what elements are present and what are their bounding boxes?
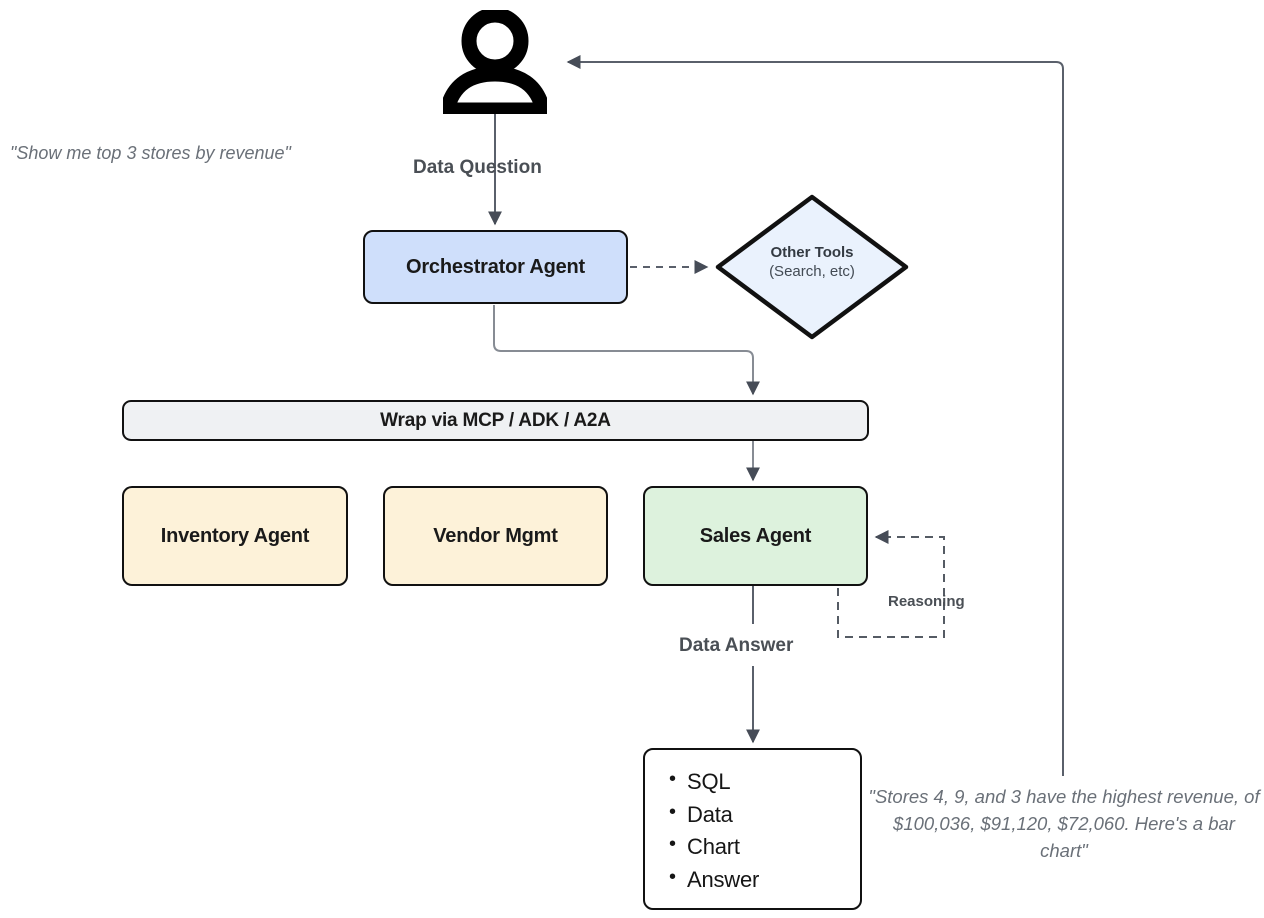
node-inventory-agent-label: Inventory Agent <box>160 524 310 547</box>
list-item: Answer <box>667 863 860 897</box>
list-item: Data <box>667 798 860 832</box>
output-artifact-list: SQL Data Chart Answer <box>667 765 860 897</box>
result-answer-quote: "Stores 4, 9, and 3 have the highest rev… <box>868 786 1260 861</box>
node-orchestrator-agent-label: Orchestrator Agent <box>405 255 586 278</box>
node-sales-agent[interactable]: Sales Agent <box>643 486 868 586</box>
node-wrap-layer-label: Wrap via MCP / ADK / A2A <box>380 409 611 431</box>
node-other-tools-label: Other Tools (Search, etc) <box>713 244 911 282</box>
diamond-shape <box>715 194 909 340</box>
node-wrap-layer[interactable]: Wrap via MCP / ADK / A2A <box>122 400 869 441</box>
edge-label-data-answer: Data Answer <box>679 635 794 656</box>
edge-label-data-question: Data Question <box>413 157 542 178</box>
node-vendor-mgmt-label: Vendor Mgmt <box>433 524 558 547</box>
person-icon <box>439 7 551 118</box>
list-item: SQL <box>667 765 860 799</box>
edge-label-reasoning: Reasoning <box>888 593 965 610</box>
node-orchestrator-agent[interactable]: Orchestrator Agent <box>363 230 628 304</box>
list-item: Chart <box>667 830 860 864</box>
node-output-artifacts[interactable]: SQL Data Chart Answer <box>643 748 862 910</box>
node-other-tools[interactable]: Other Tools (Search, etc) <box>713 192 911 342</box>
node-vendor-mgmt[interactable]: Vendor Mgmt <box>383 486 608 586</box>
node-inventory-agent[interactable]: Inventory Agent <box>122 486 348 586</box>
node-other-tools-title: Other Tools <box>770 244 854 261</box>
user-question-quote: "Show me top 3 stores by revenue" <box>10 143 291 163</box>
node-sales-agent-label: Sales Agent <box>699 524 812 547</box>
node-other-tools-subtitle: (Search, etc) <box>769 262 855 280</box>
